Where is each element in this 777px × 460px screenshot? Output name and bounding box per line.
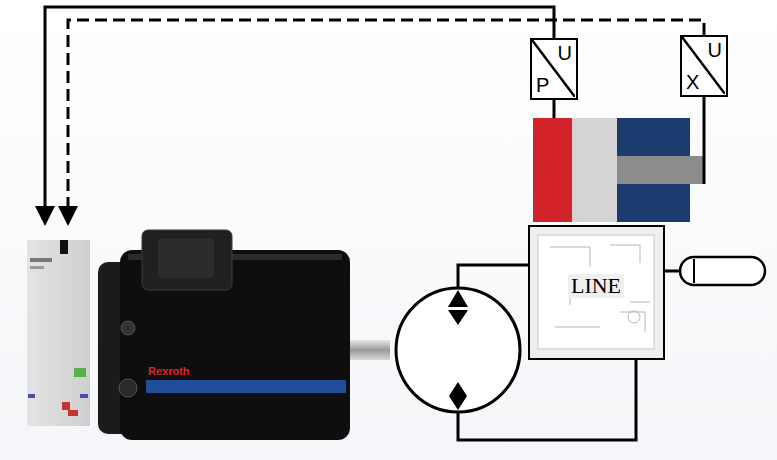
drive-led — [74, 368, 86, 377]
motor-shaft — [350, 340, 390, 360]
signal-letter: U — [708, 40, 722, 60]
drive-detail — [80, 394, 88, 398]
connector-cap — [158, 238, 214, 278]
position-transducer: UX — [680, 35, 728, 97]
encoder-plug — [121, 321, 135, 335]
hydraulic-line — [458, 265, 528, 288]
schematic-line — [630, 302, 650, 303]
signal-letter: X — [686, 72, 699, 92]
pressure-signal-wire — [45, 7, 554, 208]
drive-detail — [30, 266, 44, 269]
motor-connector — [142, 230, 232, 290]
signal-letter: P — [536, 75, 549, 95]
servo-drive — [27, 240, 90, 426]
pump-flow-arrow — [448, 310, 468, 325]
drive-detail — [62, 402, 70, 410]
cylinder-piston — [572, 118, 617, 222]
accumulator-line — [665, 270, 680, 273]
signal-letter: U — [558, 43, 572, 63]
servo-motor: Rexroth — [98, 228, 354, 442]
piston-rod — [617, 156, 704, 184]
schematic-line — [620, 312, 645, 332]
motor-plug — [119, 379, 137, 397]
pump-symbol — [396, 288, 520, 412]
sensor-port-line — [553, 100, 556, 118]
transducer-diagonal — [682, 37, 725, 94]
signal-arrowhead — [35, 206, 55, 226]
schematic-line — [550, 247, 590, 267]
motor-stripe — [146, 380, 346, 393]
valve-block: LINE — [528, 225, 665, 360]
block-label: LINE — [568, 274, 624, 298]
schematic-line — [610, 245, 640, 263]
position-sensor-link — [703, 97, 706, 184]
brand-label: Rexroth — [148, 366, 190, 377]
motor-illustration — [98, 228, 354, 442]
accumulator-membrane — [693, 259, 695, 283]
drive-detail — [30, 258, 52, 262]
schematic-panel — [538, 235, 654, 349]
pump-flow-arrow — [449, 382, 467, 410]
drive-detail — [28, 394, 35, 398]
cylinder-chamber — [533, 118, 572, 222]
drive-detail — [68, 410, 78, 416]
pump-flow-arrow — [448, 290, 468, 307]
drive-housing — [27, 240, 90, 426]
accumulator-symbol — [680, 257, 765, 285]
pressure-transducer: UP — [530, 38, 578, 100]
schematic-symbol — [628, 311, 640, 323]
signal-arrowhead — [58, 206, 78, 226]
schematic-line — [555, 327, 600, 328]
transducer-diagonal — [532, 40, 575, 97]
drive-notch — [60, 240, 68, 254]
